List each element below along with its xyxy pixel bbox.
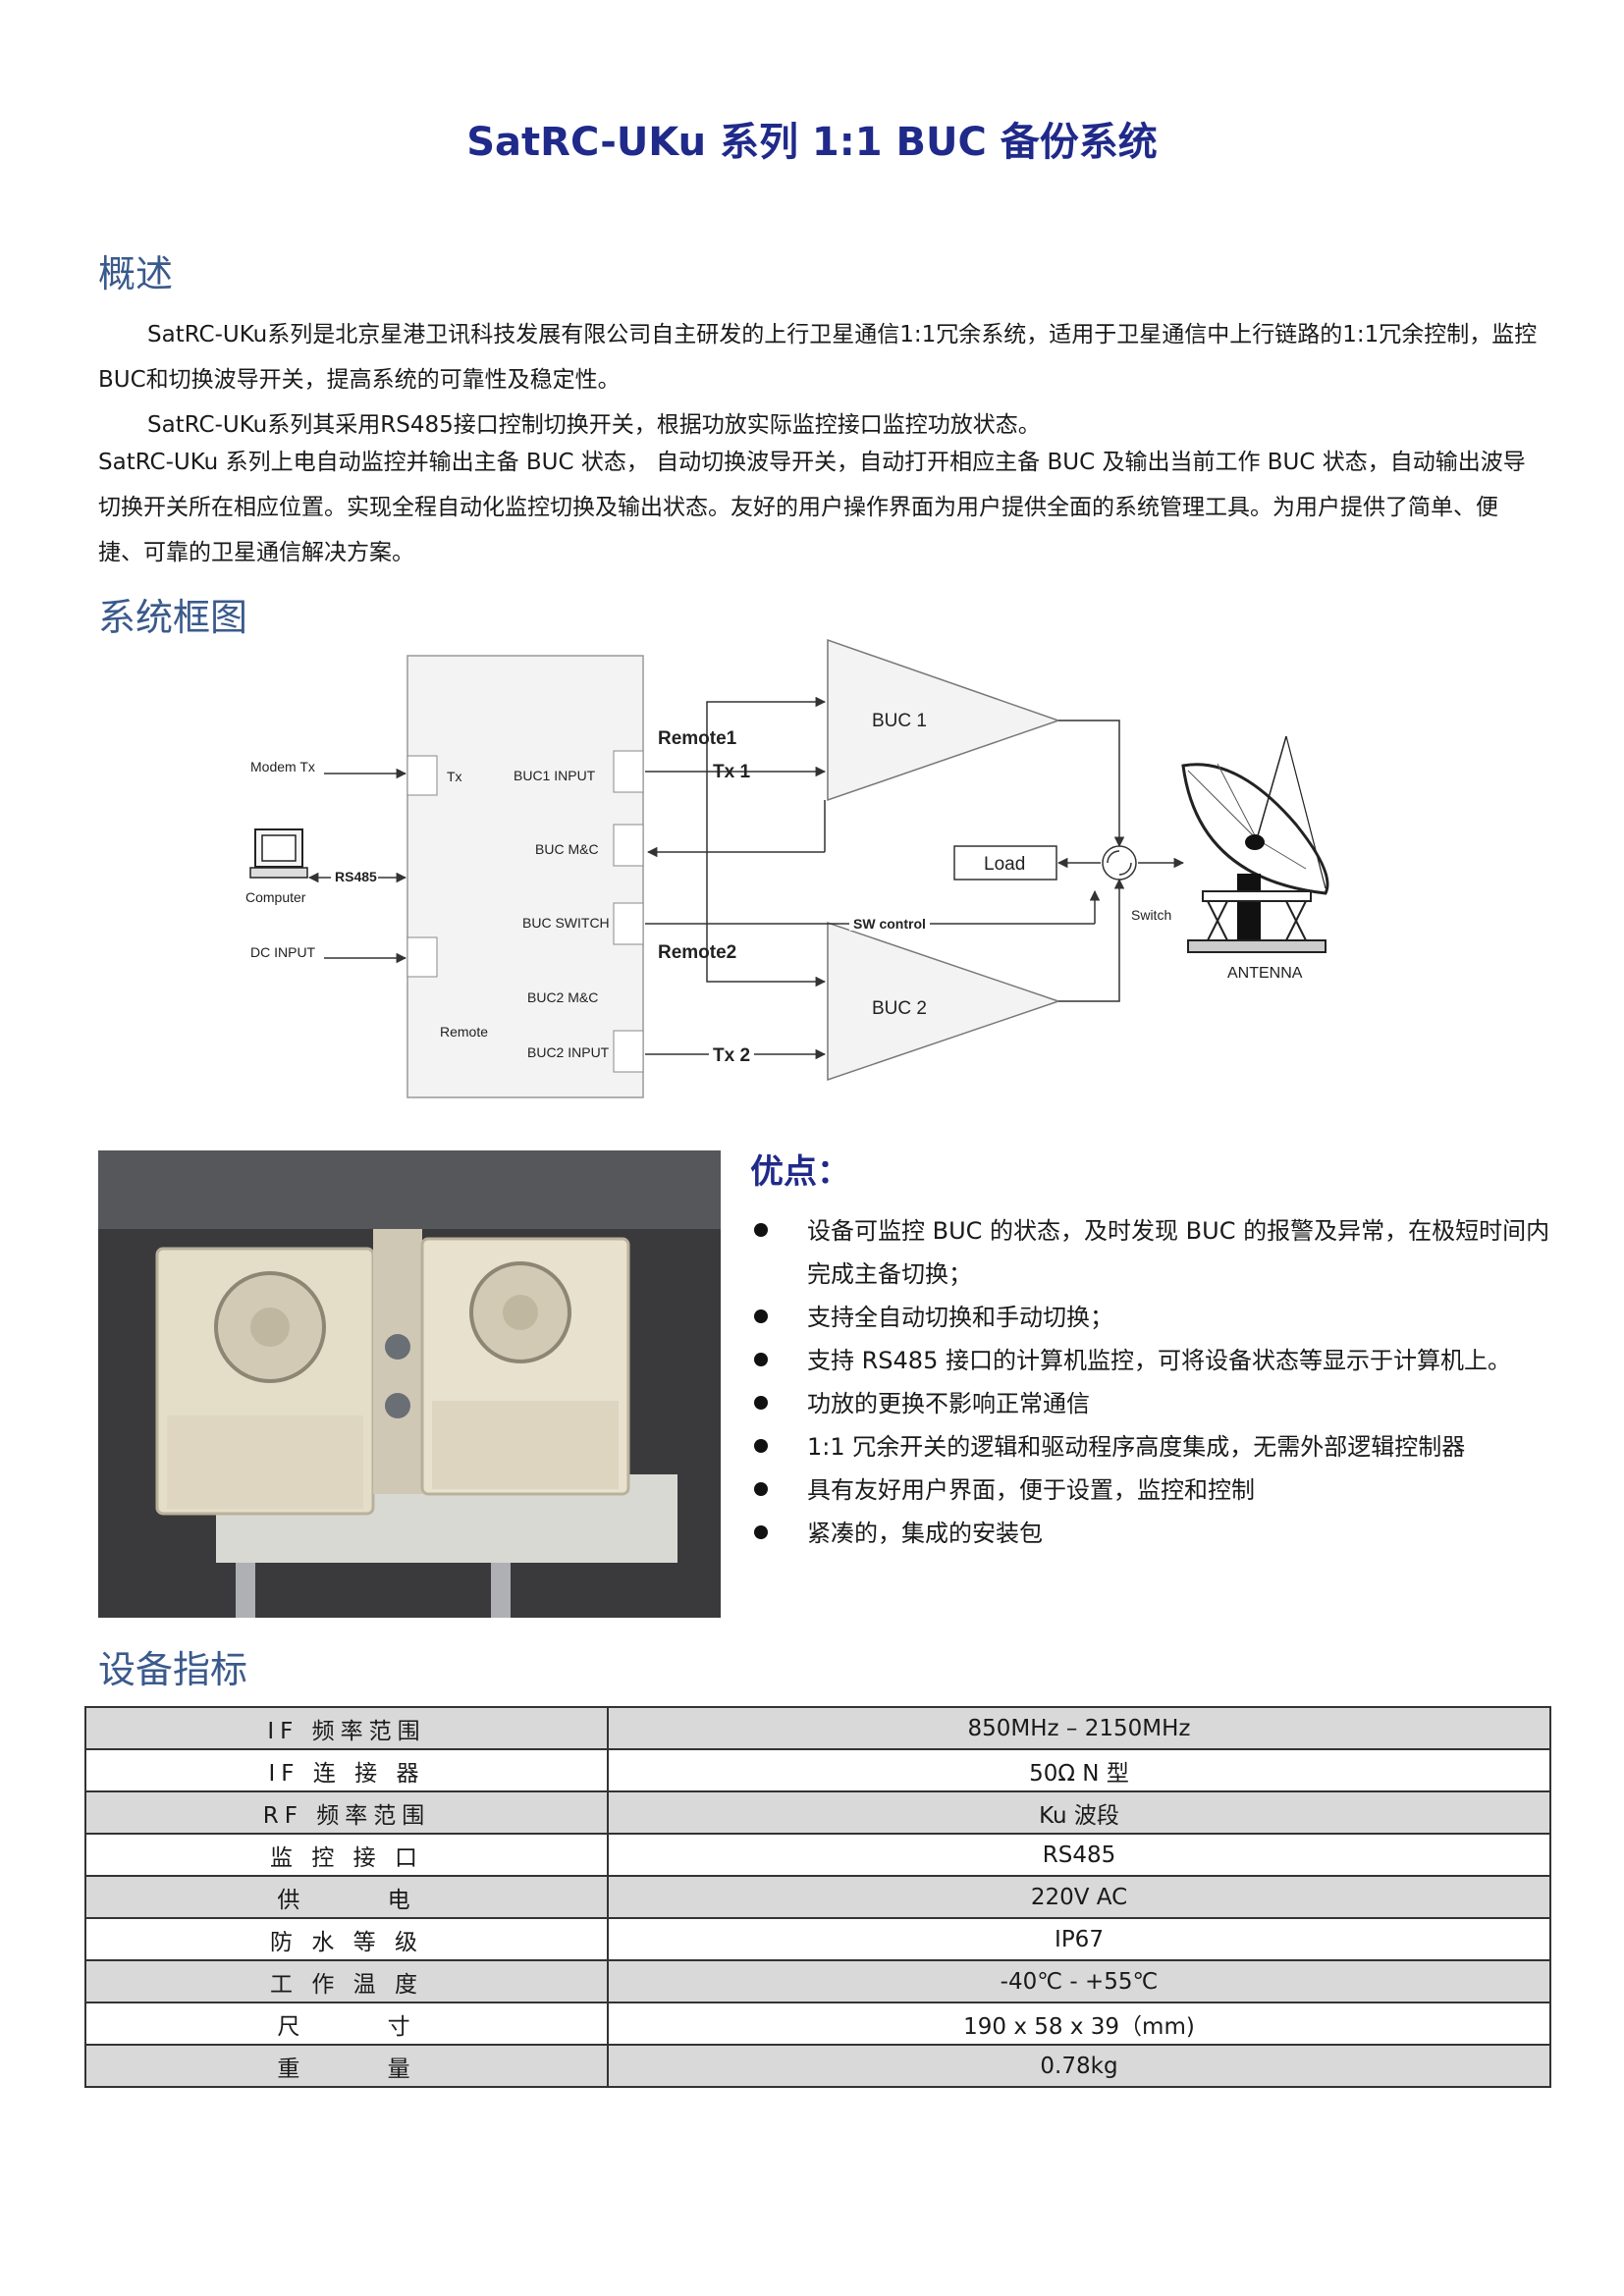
list-item: 紧凑的，集成的安装包 — [750, 1512, 1555, 1555]
page-title: SatRC-UKu 系列 1:1 BUC 备份系统 — [466, 120, 1158, 165]
bullet-icon — [754, 1482, 768, 1496]
antenna-label: ANTENNA — [1227, 965, 1303, 982]
advantages-heading: 优点： — [750, 1152, 850, 1192]
product-photo — [98, 1150, 721, 1618]
tx1-label: Tx 1 — [713, 762, 750, 782]
list-item: 支持全自动切换和手动切换； — [750, 1296, 1555, 1339]
computer-icon — [249, 828, 308, 879]
load-box — [953, 845, 1057, 881]
system-block-diagram: Tx BUC1 INPUT BUC M&C BUC SWITCH BUC2 M&… — [245, 638, 1329, 1098]
overview-heading: 概述 — [98, 252, 174, 295]
remote-label: Remote — [440, 1024, 488, 1040]
bullet-icon — [754, 1525, 768, 1539]
bullet-icon — [754, 1223, 768, 1237]
advantages-list: 设备可监控 BUC 的状态，及时发现 BUC 的报警及异常，在极短时间内完成主备… — [750, 1209, 1555, 1555]
overview-paragraph-1: SatRC-UKu系列是北京星港卫讯科技发展有限公司自主研发的上行卫星通信1:1… — [98, 322, 1538, 393]
dc-port — [406, 936, 438, 978]
bullet-icon — [754, 1439, 768, 1453]
specs-heading: 设备指标 — [98, 1648, 248, 1691]
buc2-amplifier — [827, 921, 1061, 1082]
remote2-label: Remote2 — [658, 942, 736, 963]
list-item: 支持 RS485 接口的计算机监控，可将设备状态等显示于计算机上。 — [750, 1339, 1555, 1382]
buc1-input-label: BUC1 INPUT — [514, 768, 596, 783]
modem-tx-label: Modem Tx — [250, 759, 315, 774]
rs485-label: RS485 — [335, 869, 377, 884]
switch-label: Switch — [1131, 907, 1171, 923]
overview-paragraph-2: SatRC-UKu系列其采用RS485接口控制切换开关，根据功放实际监控接口监控… — [147, 412, 1041, 438]
buc1-label: BUC 1 — [872, 711, 927, 731]
diagram-heading: 系统框图 — [98, 596, 248, 639]
list-item: 设备可监控 BUC 的状态，及时发现 BUC 的报警及异常，在极短时间内完成主备… — [750, 1209, 1555, 1296]
controller-box — [406, 655, 644, 1098]
dc-input-label: DC INPUT — [250, 944, 316, 960]
bullet-icon — [754, 1353, 768, 1366]
buc-switch-port — [613, 902, 644, 945]
antenna-icon — [1181, 735, 1329, 953]
buc2-label: BUC 2 — [872, 998, 927, 1019]
buc-mc-port — [613, 824, 644, 867]
buc2-mc-label: BUC2 M&C — [527, 989, 598, 1005]
list-item: 1:1 冗余开关的逻辑和驱动程序高度集成，无需外部逻辑控制器 — [750, 1425, 1555, 1468]
buc-mc-label: BUC M&C — [535, 841, 599, 857]
tx-port — [406, 755, 438, 796]
sw-control-label: SW control — [853, 916, 926, 932]
tx-label: Tx — [447, 769, 462, 784]
tx2-label: Tx 2 — [713, 1045, 750, 1066]
buc1-amplifier — [827, 638, 1061, 802]
list-item: 功放的更换不影响正常通信 — [750, 1382, 1555, 1425]
computer-label: Computer — [245, 889, 306, 905]
table-row: 工 作 温 度-40℃ - +55℃ — [84, 1959, 1551, 2003]
load-label: Load — [984, 854, 1025, 875]
bullet-icon — [754, 1309, 768, 1323]
buc2-input-port — [613, 1030, 644, 1073]
list-item: 具有友好用户界面，便于设置，监控和控制 — [750, 1468, 1555, 1512]
remote1-label: Remote1 — [658, 728, 737, 749]
overview-paragraph-3: SatRC-UKu 系列上电自动监控并输出主备 BUC 状态， 自动切换波导开关… — [98, 450, 1526, 565]
bullet-icon — [754, 1396, 768, 1410]
buc2-input-label: BUC2 INPUT — [527, 1044, 610, 1060]
buc-switch-label: BUC SWITCH — [522, 915, 610, 931]
buc1-input-port — [613, 750, 644, 793]
